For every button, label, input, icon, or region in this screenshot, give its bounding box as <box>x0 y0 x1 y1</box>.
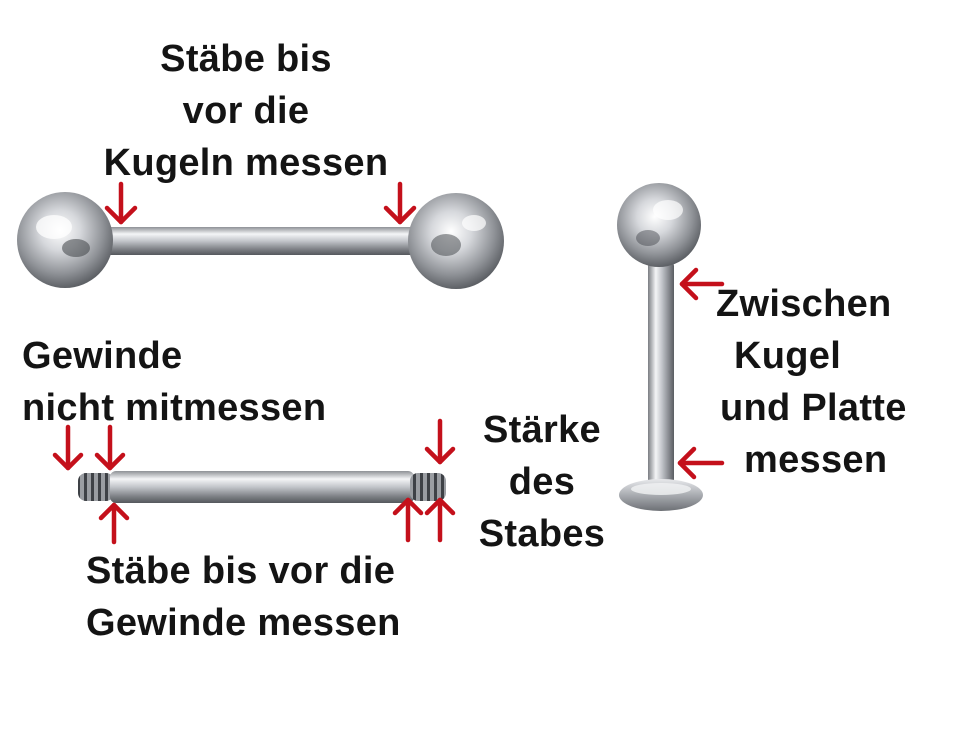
arrow-left-icon <box>679 267 725 301</box>
thickness-line-2: des <box>508 461 576 503</box>
rod-body <box>110 471 414 503</box>
arrow-left-icon <box>677 446 725 480</box>
labret-ball <box>617 183 701 267</box>
rod-measure-line-1: Stäbe bis vor die <box>86 550 396 592</box>
labret-measure-line-2: Kugel <box>734 335 842 377</box>
thread-exclude-line-1: Gewinde <box>22 335 183 377</box>
thread-exclude-label: Gewinde nicht mitmessen <box>22 330 326 434</box>
barbell-illustration <box>17 192 504 289</box>
barbell-rod <box>98 227 418 255</box>
arrow-up-icon <box>98 502 130 545</box>
thickness-line-3: Stabes <box>478 513 606 555</box>
barbell-measure-line-3: Kugeln messen <box>103 142 389 184</box>
thread-exclude-line-2: nicht mitmessen <box>22 387 327 429</box>
arrow-up-icon <box>424 497 456 543</box>
arrow-up-icon <box>392 497 424 543</box>
labret-measure-line-4: messen <box>744 439 888 481</box>
arrow-down-icon <box>94 424 126 471</box>
barbell-measure-line-2: vor die <box>182 90 310 132</box>
thickness-label: Stärke des Stabes <box>462 404 622 560</box>
labret-measure-line-1: Zwischen <box>716 283 892 325</box>
labret-pin <box>648 262 674 494</box>
barbell-measure-label: Stäbe bis vor die Kugeln messen <box>96 33 396 189</box>
labret-measure-label: Zwischen Kugel und Platte messen <box>716 278 907 486</box>
barbell-left-ball <box>17 192 113 288</box>
threaded-rod-illustration <box>78 471 446 503</box>
barbell-measure-line-1: Stäbe bis <box>160 38 332 80</box>
thread-left <box>78 473 114 501</box>
arrow-down-icon <box>383 181 417 225</box>
thread-right <box>410 473 446 501</box>
labret-measure-line-3: und Platte <box>720 387 907 429</box>
arrow-down-icon <box>104 181 138 225</box>
thickness-line-1: Stärke <box>483 409 601 451</box>
arrow-group <box>52 181 725 545</box>
rod-measure-line-2: Gewinde messen <box>86 602 401 644</box>
arrow-down-icon <box>52 424 84 471</box>
rod-measure-label: Stäbe bis vor die Gewinde messen <box>86 545 401 649</box>
labret-illustration <box>617 183 703 511</box>
arrow-down-icon <box>424 418 456 465</box>
